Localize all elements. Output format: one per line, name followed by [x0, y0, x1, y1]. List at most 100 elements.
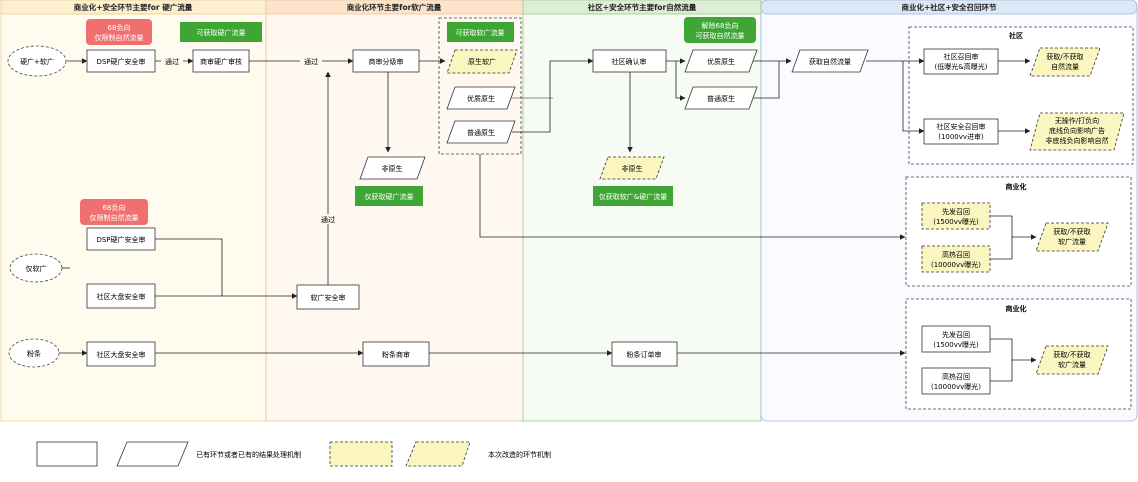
lane-title-soft-ad: 商业化环节主要for软广流量 [347, 2, 442, 12]
tag-green-soft-text: 可获取软广流量 [456, 28, 505, 37]
node-xianfa-1-line1: 先发召回 [942, 207, 970, 216]
lane-title-hard-ad: 商业化+安全环节主要for 硬广流量 [74, 2, 193, 12]
node-huoqu-ruan-2-line2: 软广流量 [1058, 360, 1086, 369]
actor-hard-soft [7, 45, 67, 77]
edge-ziran-to-sq-safe [902, 61, 925, 134]
node-youzhi-2-label: 优质原生 [707, 57, 735, 66]
node-dsp-hard-label: DSP硬广安全审 [96, 57, 145, 66]
tag-green-remove68-line1: 解除68负向 [702, 21, 739, 30]
node-shequ-queren-label: 社区确认审 [612, 57, 647, 66]
edge-label-pass-2: 通过 [304, 57, 318, 66]
node-youzhi-1[interactable] [446, 86, 516, 110]
node-wu-caozuo-line1: 无操作/打负向 [1055, 116, 1099, 125]
node-gaore-2-line2: (10000vv曝光) [931, 382, 981, 391]
actor-hard-soft-label: 硬广+软广 [20, 57, 54, 66]
tag-red-68-a-line1: 68负向 [108, 23, 131, 32]
node-huoqu-ruan-1[interactable] [1035, 222, 1109, 252]
node-dsp-hard-2-label: DSP硬广安全审 [96, 235, 145, 244]
node-dsp-hard-2[interactable] [86, 227, 156, 251]
actor-soft-only [9, 253, 63, 283]
node-gaore-1-line1: 高热召回 [942, 250, 970, 259]
node-yuansheng-soft-label: 原生软广 [468, 57, 496, 66]
tag-green-hard-only2 [355, 186, 423, 206]
node-sq-safe-recall-line1: 社区安全召回审 [937, 122, 986, 131]
edge-gaore1-merge [990, 237, 1013, 260]
process-nodes: DSP硬广安全审 商审硬广审核 商审分级审 社区确认审 社区召回审 (低曝光&高… [86, 48, 999, 395]
node-xianfa-2[interactable] [921, 325, 991, 353]
node-sq-recall[interactable] [923, 48, 999, 75]
node-yuansheng-soft[interactable] [446, 49, 518, 74]
tag-red-68-b [80, 199, 148, 225]
node-dsp-hard[interactable] [86, 49, 156, 73]
node-wu-caozuo-line2: 底线负向影响广告 [1049, 126, 1105, 135]
node-fentiao-dingdan-label: 粉条订单审 [627, 350, 662, 359]
actor-soft-only-label: 仅软广 [26, 264, 47, 273]
legend-existing-parallelogram [116, 441, 189, 467]
edge-putong1-to-shequ [512, 58, 594, 133]
commercial-group-title-1: 商业化 [1006, 182, 1027, 191]
tag-green-hard-only-text: 可获取硬广流量 [197, 28, 246, 37]
node-sq-recall-line1: 社区召回审 [944, 52, 979, 61]
node-wu-caozuo-line3: 非底线负向影响自然 [1046, 136, 1109, 145]
node-putong-2[interactable] [684, 86, 758, 110]
node-fei-yuansheng-1[interactable] [359, 156, 426, 180]
status-tags: 68负向 仅限制自然流量 可获取硬广流量 可获取软广流量 解除68负向 可获取自… [80, 17, 756, 225]
node-gaore-1[interactable] [921, 245, 991, 273]
node-huoqu-bu-ziran[interactable] [1029, 47, 1101, 77]
node-shangshen-hard[interactable] [192, 49, 250, 73]
actor-fan [8, 338, 60, 368]
edge-gaore2-merge [990, 360, 1013, 382]
legend-new-text: 本次改造的环节机制 [488, 450, 551, 459]
legend: 已有环节或者已有的结果处理机制 本次改造的环节机制 [36, 441, 551, 467]
tag-red-68-b-line1: 68负向 [103, 203, 126, 212]
node-sq-recall-line2: (低曝光&高曝光) [935, 62, 988, 71]
edge-soft-group-to-commercial [479, 154, 906, 240]
node-huoqu-ruan-1-line1: 获取/不获取 [1053, 227, 1090, 236]
tag-green-remove68-line2: 可获取自然流量 [696, 31, 745, 40]
lane-header-recall [760, 0, 1138, 15]
node-huoqu-ziran[interactable] [791, 49, 869, 73]
node-shangshen-fenji-label: 商审分级审 [369, 57, 404, 66]
tag-red-68-a-line2: 仅限制自然流量 [95, 33, 144, 42]
node-xianfa-2-line2: (1500vv曝光) [933, 340, 979, 349]
community-group-title: 社区 [1008, 31, 1023, 40]
node-sq-safe-recall[interactable] [923, 118, 999, 145]
node-huoqu-ruan-2[interactable] [1035, 345, 1109, 375]
node-sq-dapan-2[interactable] [86, 341, 156, 367]
node-sq-dapan-1[interactable] [86, 283, 156, 309]
node-gaore-2[interactable] [921, 367, 991, 395]
lane-title-natural: 社区+安全环节主要for自然流量 [587, 2, 697, 12]
node-fentiao-dingdan[interactable] [611, 341, 678, 367]
tag-green-soft-hard [593, 186, 673, 206]
tag-green-soft [447, 22, 514, 42]
node-putong-1-label: 普通原生 [467, 128, 495, 137]
node-xianfa-1[interactable] [921, 202, 991, 230]
lane-title-recall: 商业化+社区+安全召回环节 [901, 2, 997, 12]
node-sq-dapan-1-label: 社区大盘安全审 [97, 292, 146, 301]
node-fentiao-shangshen[interactable] [362, 341, 430, 367]
tag-red-68-b-line2: 仅限制自然流量 [90, 213, 139, 222]
node-shequ-queren[interactable] [592, 49, 667, 73]
node-sq-dapan-2-label: 社区大盘安全审 [97, 350, 146, 359]
legend-existing-rect [36, 441, 98, 467]
data-nodes: 原生软广 优质原生 普通原生 非原生 优质原生 普通原生 非原生 获取自然流量 … [359, 47, 1125, 375]
edge-dsp2-to-ruanguang [155, 238, 223, 296]
node-fei-yuansheng-2[interactable] [599, 156, 665, 180]
node-shangshen-fenji[interactable] [352, 49, 420, 73]
node-sq-safe-recall-line2: (1000vv进审) [938, 132, 984, 141]
node-wu-caozuo[interactable] [1029, 112, 1125, 151]
node-gaore-2-line1: 高热召回 [942, 372, 970, 381]
node-ruanguang-safe[interactable] [296, 284, 360, 310]
edge-xianfa1-merge [990, 215, 1037, 240]
node-youzhi-2[interactable] [684, 49, 758, 73]
soft-ad-group-box [438, 17, 522, 155]
node-putong-1[interactable] [446, 120, 516, 144]
node-youzhi-1-label: 优质原生 [467, 94, 495, 103]
node-xianfa-1-line2: (1500vv曝光) [933, 217, 979, 226]
node-huoqu-ruan-1-line2: 软广流量 [1058, 237, 1086, 246]
node-huoqu-ziran-label: 获取自然流量 [809, 57, 851, 66]
legend-new-rect [329, 441, 393, 467]
legend-new-parallelogram [405, 441, 471, 467]
